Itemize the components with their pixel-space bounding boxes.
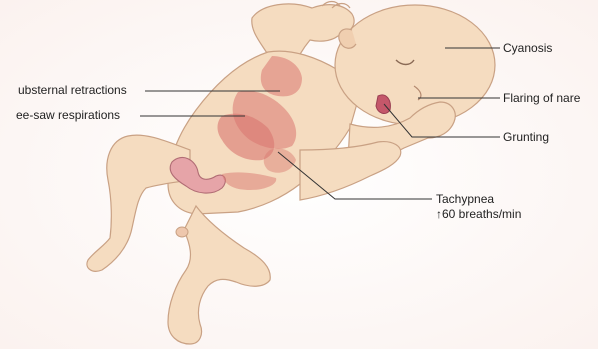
label-substernal-retractions: ubsternal retractions <box>18 83 127 98</box>
label-cyanosis: Cyanosis <box>503 41 552 56</box>
infant-head <box>335 5 495 125</box>
label-flaring-of-nares: Flaring of nare <box>503 91 598 106</box>
label-see-saw-respirations: ee-saw respirations <box>16 108 120 123</box>
label-tachypnea-rate: ↑60 breaths/min <box>436 207 521 222</box>
infant-mouth-grunting <box>376 95 390 114</box>
infant-genital <box>176 227 188 237</box>
label-grunting: Grunting <box>503 130 549 145</box>
label-tachypnea: Tachypnea <box>436 192 494 207</box>
